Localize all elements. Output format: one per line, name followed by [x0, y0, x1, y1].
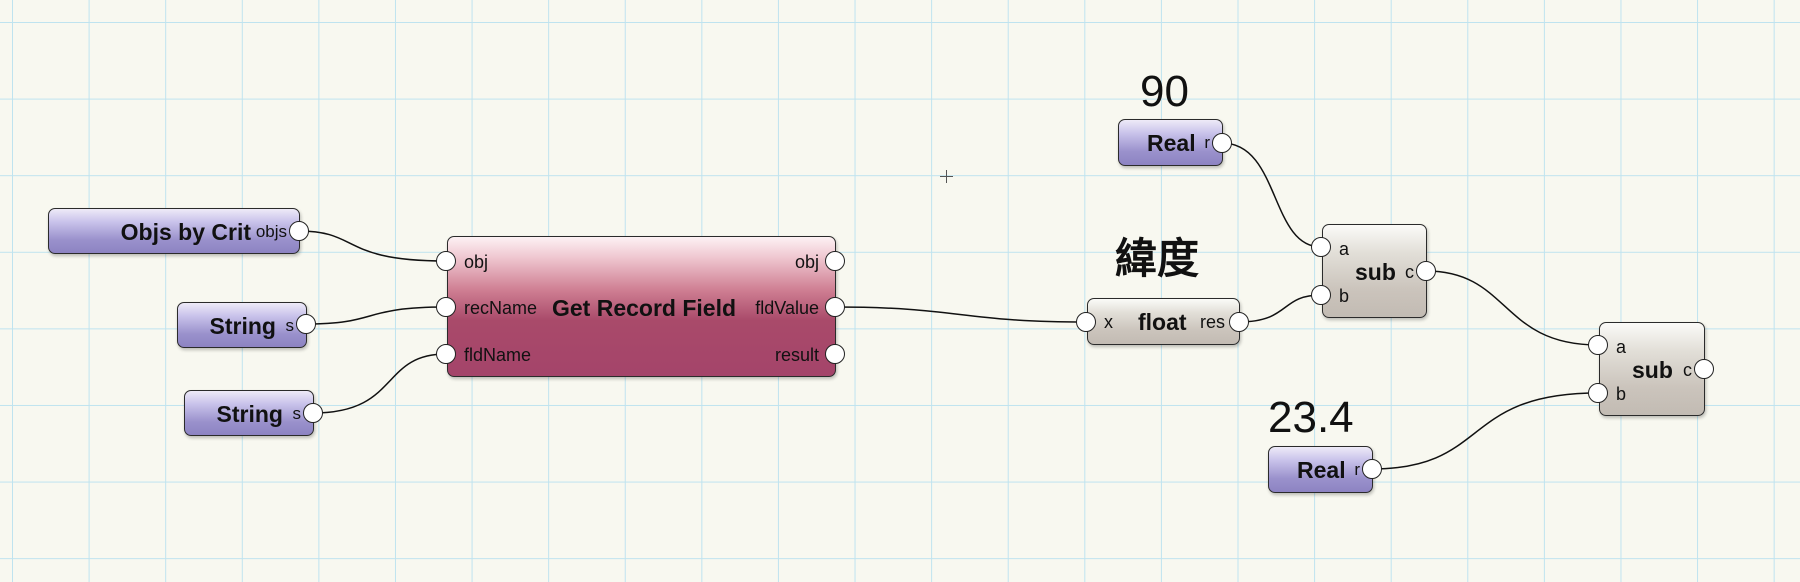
grf-in-obj-port[interactable] [436, 251, 456, 271]
string-node-recname[interactable]: String s [177, 302, 307, 348]
input-label-a: a [1616, 337, 1627, 357]
wire-fldvalue-to-x [834, 306, 1087, 323]
node-title: String [216, 401, 283, 427]
output-label-result: result [774, 345, 819, 365]
node-title: String [209, 313, 276, 339]
grf-out-fldvalue-port[interactable] [825, 297, 845, 317]
node-title: float [1138, 309, 1187, 335]
sub1-in-b-port[interactable] [1311, 285, 1331, 305]
get-record-field-node[interactable]: obj recName fldName Get Record Field obj… [447, 236, 836, 377]
float-caption: 緯度 [1115, 235, 1200, 282]
output-label-fldvalue: fldValue [755, 298, 819, 318]
sub2-out-c-port[interactable] [1694, 359, 1714, 379]
port-label: s [292, 404, 302, 423]
wire-sub1-c-to-sub2-a [1425, 270, 1599, 346]
sub-node-1[interactable]: a sub c b [1322, 224, 1427, 318]
node-title: sub [1632, 357, 1673, 383]
sub2-in-a-port[interactable] [1588, 335, 1608, 355]
wire-objs-to-obj [298, 230, 447, 262]
node-title: Real [1147, 130, 1196, 156]
string-recname-out-port[interactable] [296, 314, 316, 334]
port-label: r [1204, 133, 1210, 152]
sub2-in-b-port[interactable] [1588, 383, 1608, 403]
wire-real-to-sub2-b [1371, 392, 1599, 470]
grf-in-fldname-port[interactable] [436, 344, 456, 364]
wire-real-to-sub1-a [1221, 142, 1322, 248]
objs-by-crit-node[interactable]: Objs by Crit objs [48, 208, 300, 254]
real-value-23-4: 23.4 [1268, 393, 1354, 442]
real-node-bottom[interactable]: Real r [1268, 446, 1373, 493]
output-label-res: res [1199, 312, 1225, 332]
output-label-obj: obj [794, 252, 819, 272]
grf-in-recname-port[interactable] [436, 297, 456, 317]
wire-string-to-fldname [312, 353, 447, 414]
string-fldname-out-port[interactable] [303, 403, 323, 423]
sub1-in-a-port[interactable] [1311, 237, 1331, 257]
port-label: s [285, 316, 295, 335]
port-label: objs [255, 222, 287, 241]
float-in-x-port[interactable] [1076, 312, 1096, 332]
input-label-x: x [1104, 312, 1113, 332]
input-label-recname: recName [464, 298, 538, 318]
sub1-out-c-port[interactable] [1416, 261, 1436, 281]
real-bottom-out-port[interactable] [1362, 459, 1382, 479]
input-label-obj: obj [464, 252, 489, 272]
wire-string-to-recname [305, 306, 447, 325]
objs-out-port[interactable] [289, 221, 309, 241]
sub-node-2[interactable]: a sub c b [1599, 322, 1705, 416]
output-label-c: c [1405, 262, 1414, 282]
output-label-c: c [1683, 360, 1692, 380]
input-label-a: a [1339, 239, 1350, 259]
float-node[interactable]: x float res [1087, 298, 1240, 345]
input-label-fldname: fldName [464, 345, 532, 365]
grf-out-result-port[interactable] [825, 344, 845, 364]
node-title: Get Record Field [552, 295, 737, 321]
input-label-b: b [1616, 384, 1627, 404]
node-title: Real [1297, 457, 1346, 483]
cursor-crosshair [940, 170, 953, 183]
input-label-b: b [1339, 286, 1350, 306]
wire-res-to-sub1-b [1238, 294, 1322, 323]
grf-out-obj-port[interactable] [825, 251, 845, 271]
node-title: Objs by Crit [120, 219, 251, 245]
float-out-res-port[interactable] [1229, 312, 1249, 332]
node-title: sub [1355, 259, 1396, 285]
real-value-90: 90 [1140, 67, 1189, 116]
real-node-top[interactable]: Real r [1118, 119, 1223, 166]
real-top-out-port[interactable] [1212, 133, 1232, 153]
string-node-fldname[interactable]: String s [184, 390, 314, 436]
port-label: r [1354, 460, 1360, 479]
